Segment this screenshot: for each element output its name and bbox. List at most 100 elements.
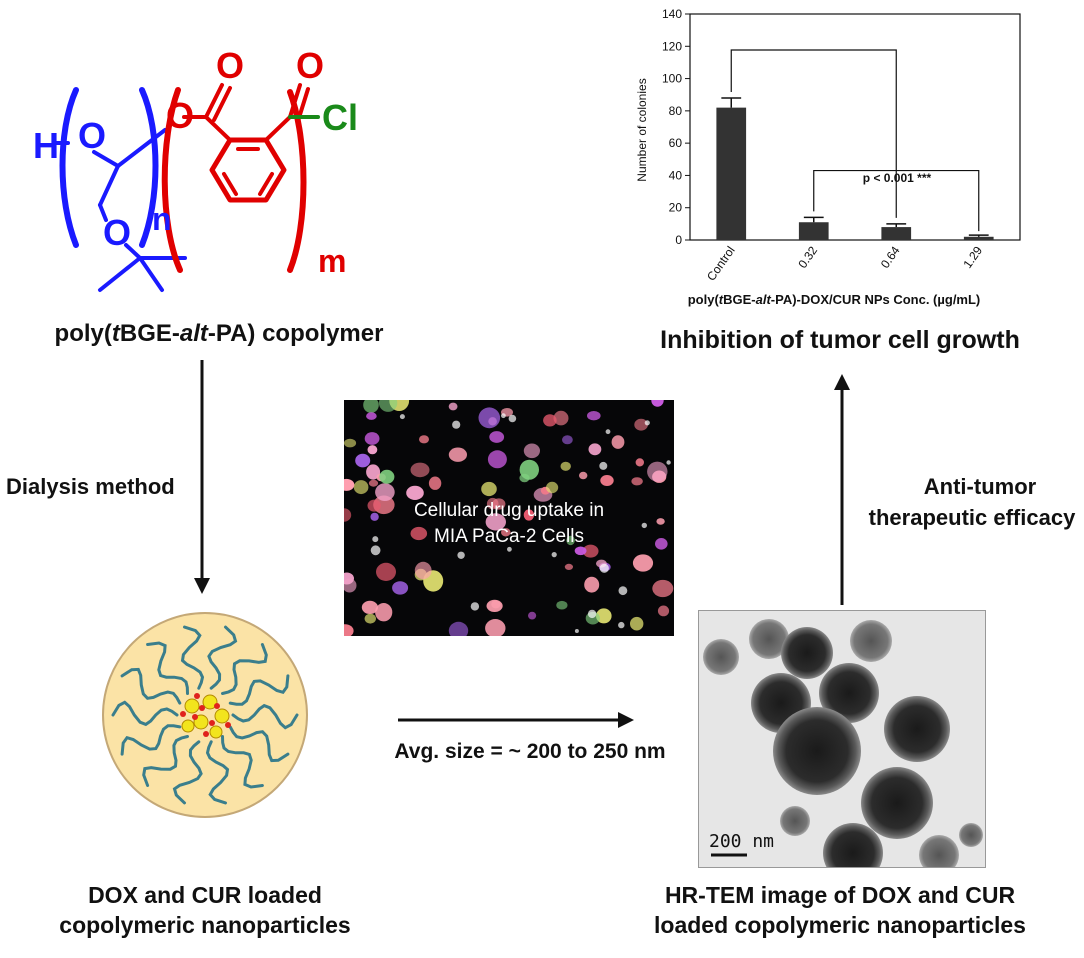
cell-highlight: [470, 602, 480, 611]
chart-significance-brackets: [730, 49, 980, 232]
y-tick-label: 100: [662, 72, 682, 86]
polymer-chain: [207, 625, 238, 690]
cell: [344, 478, 355, 491]
cell: [632, 554, 654, 572]
avg-size-label: Avg. size = ~ 200 to 250 nm: [394, 740, 666, 763]
cell: [596, 608, 612, 624]
cell-highlight: [457, 551, 465, 559]
polymer-chains: [111, 625, 299, 805]
cell: [582, 544, 599, 558]
cell: [448, 402, 458, 411]
x-axis-label: poly(tBGE-alt-PA)-DOX/CUR NPs Conc. (µg/…: [688, 292, 981, 307]
tem-caption-2: loaded copolymeric nanoparticles: [654, 912, 1026, 938]
polymer-chain: [172, 740, 203, 805]
cell-highlight: [666, 460, 671, 465]
cell-highlight: [599, 461, 608, 470]
y-tick-label: 140: [662, 7, 682, 21]
cell: [652, 579, 674, 598]
cell: [631, 477, 643, 486]
cell: [363, 400, 379, 413]
cell: [344, 624, 354, 636]
cell: [635, 458, 644, 467]
cell: [448, 447, 467, 462]
cellular-uptake-image: Cellular drug uptake in MIA PaCa-2 Cells: [344, 400, 674, 636]
cell: [560, 461, 571, 471]
cell-highlight: [370, 545, 381, 556]
cell: [566, 535, 575, 546]
polymer-chain: [120, 667, 182, 705]
polymer-chain: [120, 724, 182, 756]
cell: [657, 605, 670, 617]
cell: [546, 481, 559, 494]
significance-label: p < 0.001 ***: [863, 171, 932, 185]
cell: [630, 616, 644, 631]
y-tick-label: 80: [669, 104, 683, 118]
cell: [584, 576, 600, 593]
bracket-control-vs-064: [730, 49, 897, 218]
cell: [647, 461, 668, 482]
cell-highlight: [399, 414, 405, 420]
cell: [553, 410, 569, 426]
cell: [528, 611, 537, 620]
polymer-chain: [228, 725, 290, 763]
cell: [375, 483, 395, 501]
o-atom-4: O: [216, 45, 244, 86]
o-atom-1: O: [78, 115, 106, 156]
cell: [410, 462, 430, 478]
cell: [478, 407, 501, 429]
nanoparticle-caption-1: DOX and CUR loaded: [88, 882, 322, 908]
cell: [501, 528, 511, 537]
cell: [344, 508, 352, 522]
fluorescent-cells: [344, 400, 674, 636]
cell: [587, 411, 601, 421]
cell: [448, 621, 469, 636]
cell: [379, 469, 395, 484]
cell: [556, 600, 568, 610]
cell-highlight: [618, 586, 628, 596]
structure-bonds: [53, 83, 320, 292]
y-tick-label: 60: [669, 136, 683, 150]
cell-highlight: [641, 522, 647, 529]
uptake-caption-2: MIA PaCa-2 Cells: [434, 526, 584, 547]
n-subscript: n: [152, 201, 172, 237]
hr-tem-image: 200 nm: [698, 610, 986, 868]
cell: [564, 563, 573, 570]
bar: [798, 222, 829, 240]
cell: [366, 464, 381, 480]
polymer-chain: [228, 674, 290, 706]
cell: [579, 471, 588, 480]
cell: [489, 431, 505, 443]
copolymer-label: poly(tBGE-alt-PA) copolymer: [54, 320, 384, 347]
polymer-chain: [221, 643, 268, 695]
cell: [428, 476, 442, 490]
cell: [634, 418, 648, 431]
m-subscript: m: [318, 243, 346, 279]
cell: [485, 619, 506, 636]
drug-core: [180, 693, 231, 739]
cell: [344, 578, 357, 593]
cell: [492, 498, 506, 510]
cell: [410, 526, 428, 541]
cell: [611, 435, 625, 449]
cell-highlight: [551, 552, 557, 558]
polymer-chain: [205, 740, 230, 805]
cell: [392, 581, 409, 595]
cell-highlight: [452, 420, 461, 429]
cell: [378, 400, 398, 412]
cell-highlight: [644, 420, 650, 426]
polymer-chain: [146, 641, 189, 695]
polymer-chain: [231, 703, 299, 730]
cell-highlight: [372, 536, 379, 543]
cell-highlight: [508, 414, 517, 423]
cell: [406, 485, 424, 500]
tem-scale-label: 200 nm: [709, 831, 775, 852]
cell: [574, 546, 587, 556]
bar: [716, 107, 747, 240]
cell: [419, 435, 429, 444]
y-tick-label: 20: [669, 201, 683, 215]
cell: [481, 481, 497, 497]
cl-atom: Cl: [322, 97, 358, 138]
cell: [375, 603, 393, 622]
